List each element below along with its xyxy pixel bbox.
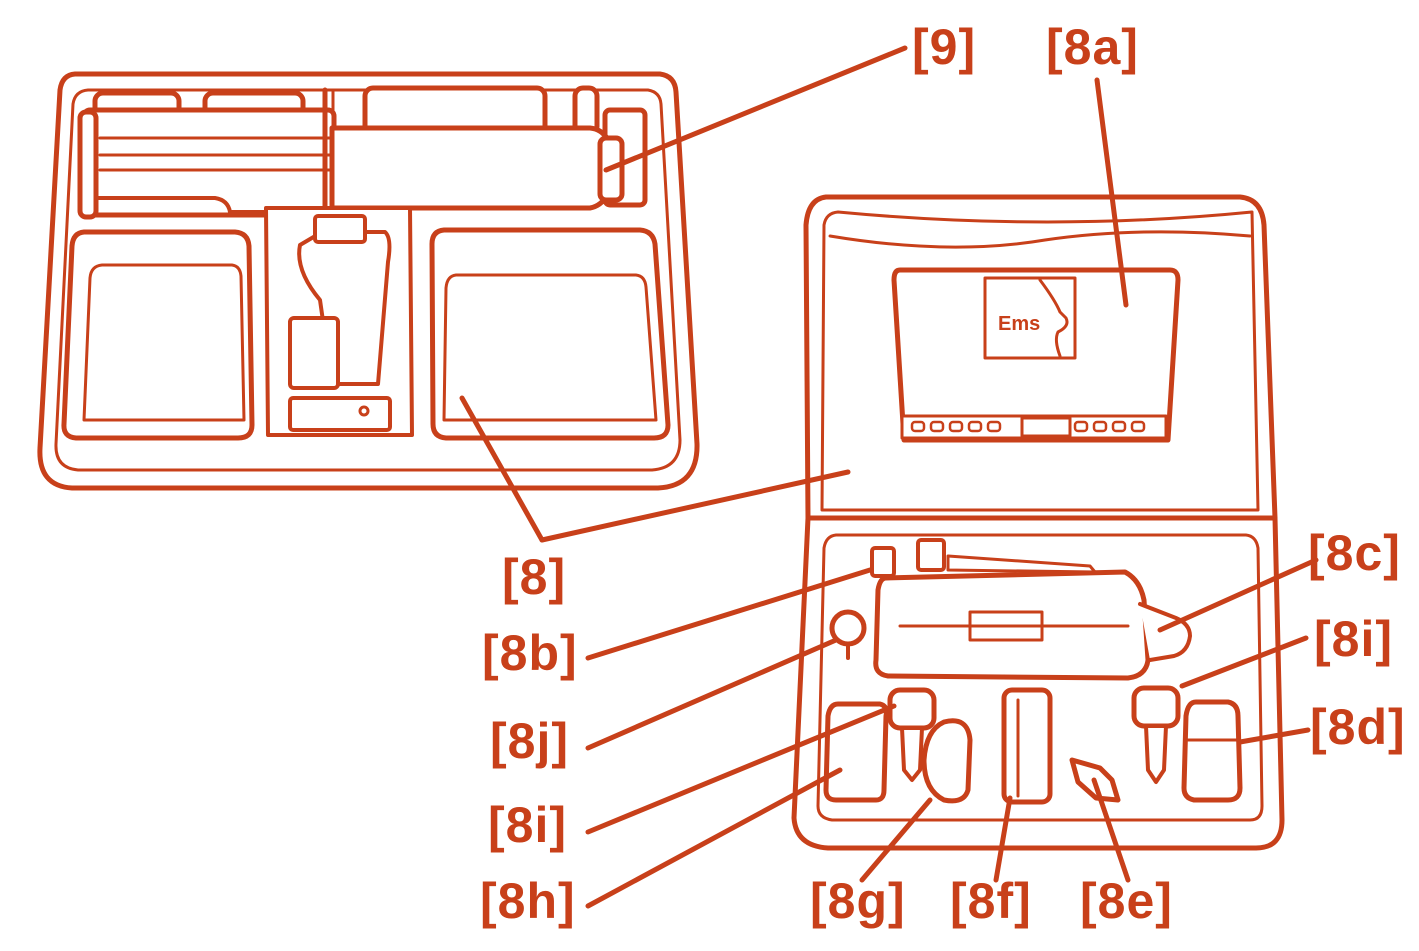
leader-8g xyxy=(859,797,933,883)
left-case xyxy=(37,71,700,491)
panel-buttons xyxy=(910,420,1146,433)
label-8e: [8e] xyxy=(1080,873,1173,929)
pistol-grip xyxy=(297,230,392,386)
tip-8i-left-needle xyxy=(900,726,924,782)
bottle-8d xyxy=(1181,699,1243,803)
grip-block xyxy=(288,316,340,390)
leader-8i-left xyxy=(585,703,897,835)
right-lower-bin-inner xyxy=(442,273,658,422)
handpiece-cap-2 xyxy=(916,538,946,572)
label-9: [9] xyxy=(912,19,977,75)
leader-8b xyxy=(585,567,873,661)
leader-8-tray xyxy=(459,395,545,543)
label-8a: [8a] xyxy=(1046,19,1139,75)
leader-lines xyxy=(459,45,1319,909)
leader-8f xyxy=(993,795,1013,883)
label-8h: [8h] xyxy=(480,873,576,929)
handpiece-fins xyxy=(946,554,1097,574)
tip-8i-left xyxy=(887,687,937,731)
label-8d: [8d] xyxy=(1310,699,1406,755)
display-curve xyxy=(1038,278,1069,358)
bottle-8h xyxy=(823,701,889,803)
leader-8c xyxy=(1157,557,1319,633)
holder-8f xyxy=(1001,687,1053,805)
leader-8h xyxy=(585,767,843,909)
label-8i-right: [8i] xyxy=(1314,611,1393,667)
bottom-clip xyxy=(288,396,392,432)
left-lower-bin-inner xyxy=(82,263,246,422)
brand-text: Ems xyxy=(998,313,1040,335)
tip-8i-right-needle xyxy=(1144,724,1168,784)
trigger-housing xyxy=(313,214,367,244)
leader-8-lid xyxy=(539,469,851,543)
leader-8e xyxy=(1091,777,1131,883)
label-8b: [8b] xyxy=(482,625,578,681)
leader-8j xyxy=(585,637,839,751)
label-8: [8] xyxy=(502,549,567,605)
label-8f: [8f] xyxy=(950,873,1032,929)
leader-8d xyxy=(1237,727,1311,745)
leader-9 xyxy=(603,45,908,173)
panel-center-window xyxy=(1020,416,1072,438)
leader-8a xyxy=(1094,77,1129,308)
cylinder-item-9 xyxy=(329,125,617,211)
handpiece-cap-8b xyxy=(870,546,896,578)
clip-screw xyxy=(358,405,370,417)
label-8i-left: [8i] xyxy=(488,797,567,853)
rod-end-cap xyxy=(77,109,99,220)
label-8j: [8j] xyxy=(490,713,569,769)
right-case xyxy=(791,194,1285,851)
leader-8i-right xyxy=(1179,635,1309,689)
label-8c: [8c] xyxy=(1308,525,1401,581)
case-lid-wave xyxy=(828,230,1252,249)
label-8g: [8g] xyxy=(810,873,906,929)
tip-8i-right xyxy=(1131,685,1181,729)
cap-8g xyxy=(921,718,973,804)
